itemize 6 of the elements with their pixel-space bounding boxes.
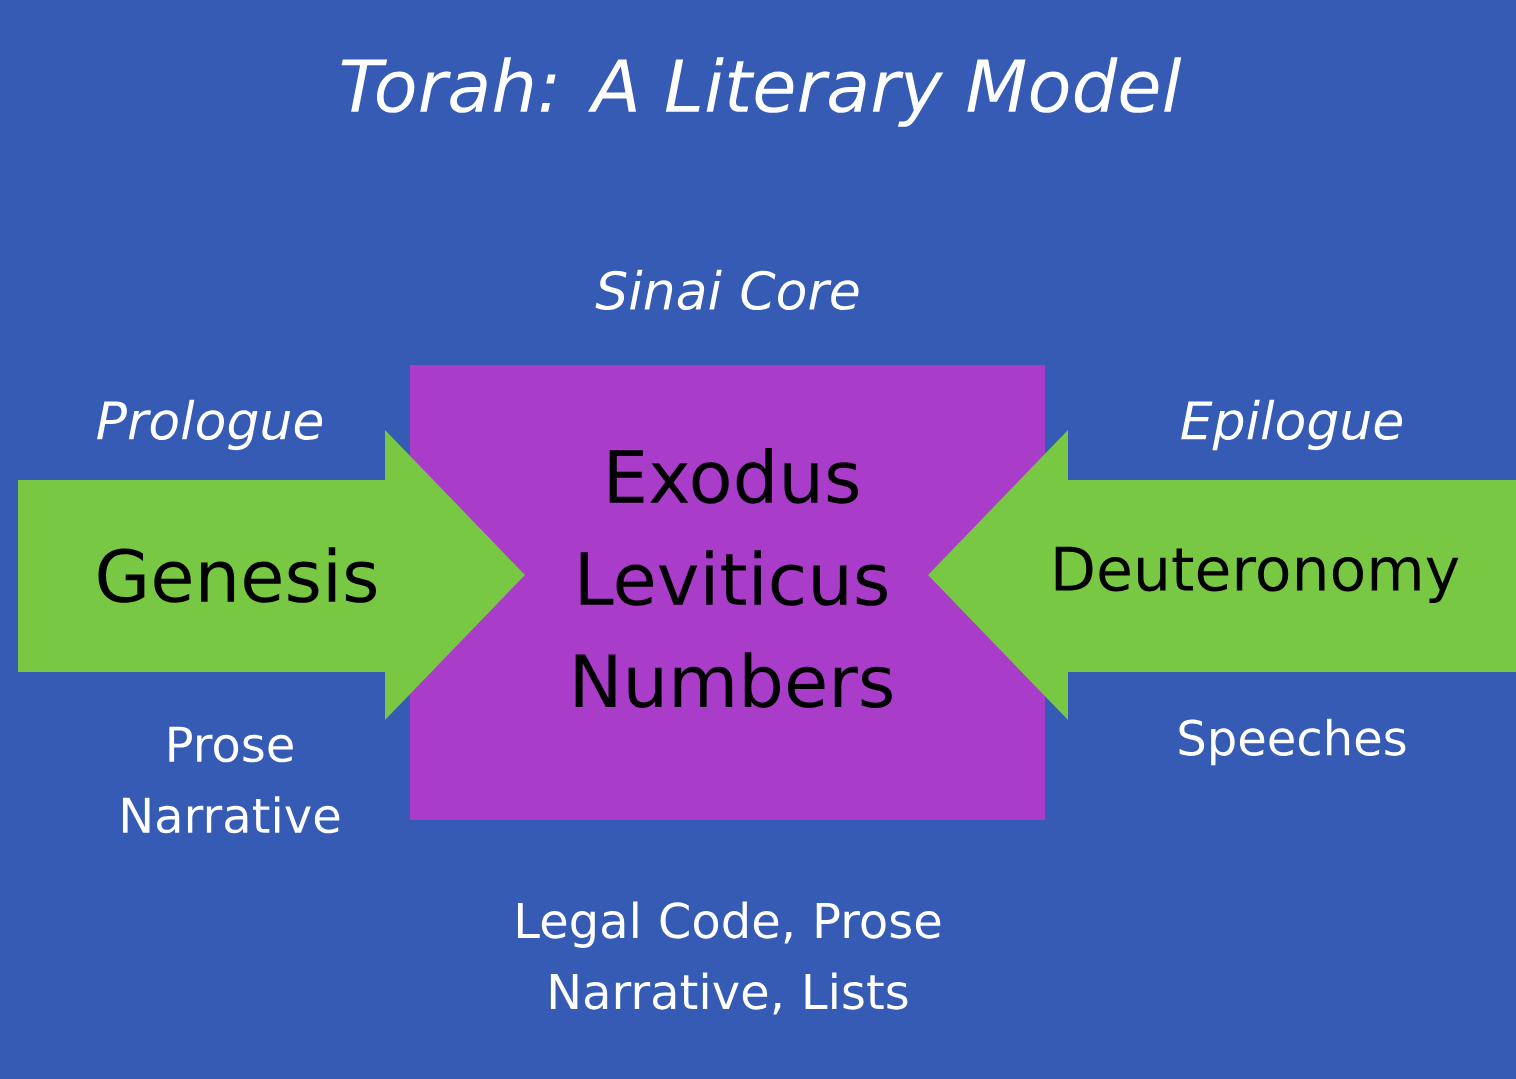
content-box: Exodus Leviticus Numbers bbox=[410, 365, 1045, 820]
caption-text: Legal Code, Prose Narrative, Lists bbox=[517, 901, 941, 1015]
caption-text: Sinai Core bbox=[595, 269, 859, 311]
caption-text: Speeches bbox=[1179, 718, 1406, 766]
caption-text: Prose Narrative bbox=[123, 726, 340, 834]
title: Torah: A Literary Model bbox=[341, 57, 1182, 127]
